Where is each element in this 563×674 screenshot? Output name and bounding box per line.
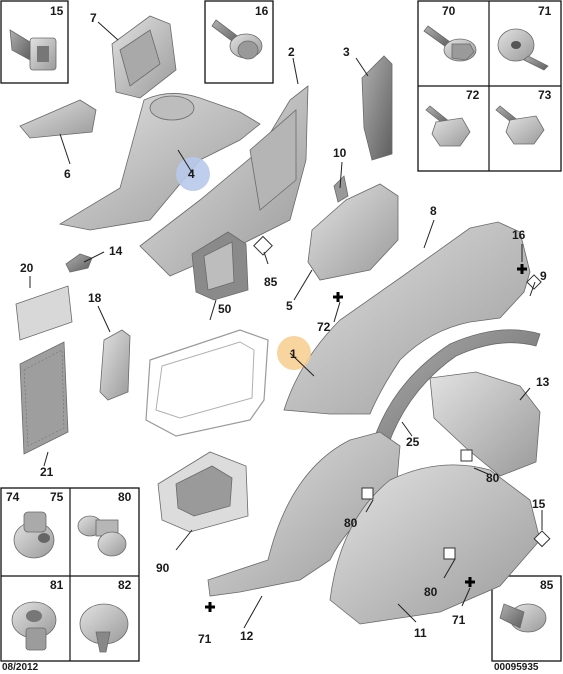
highlight-circle-1 xyxy=(277,336,311,370)
callout-72-main: 72 xyxy=(317,320,331,334)
nut-part-81 xyxy=(11,601,57,651)
part-7-bracket xyxy=(111,15,177,99)
callout-71-right: 71 xyxy=(452,613,466,627)
callout-81: 81 xyxy=(50,578,64,592)
callout-18: 18 xyxy=(88,291,102,305)
callout-13: 13 xyxy=(536,375,550,389)
callout-10: 10 xyxy=(333,146,347,160)
screw-part-73 xyxy=(495,105,545,145)
callout-16-box: 16 xyxy=(255,4,269,18)
callout-16-main: 16 xyxy=(512,228,526,242)
callout-12: 12 xyxy=(240,629,254,643)
box-74-82: 74 75 80 81 82 xyxy=(0,487,140,662)
callout-73: 73 xyxy=(538,88,552,102)
callout-7: 7 xyxy=(90,11,97,25)
grommet-part-74-75 xyxy=(13,511,55,559)
box-16: 16 xyxy=(204,0,274,84)
part-12-liner xyxy=(207,431,401,597)
clip-part-82 xyxy=(79,603,129,653)
screw-part-72 xyxy=(425,105,471,147)
washer-part-71 xyxy=(497,28,549,71)
callout-50: 50 xyxy=(218,302,232,316)
callout-85-box: 85 xyxy=(540,578,554,592)
part-6-panel xyxy=(19,99,97,139)
part-5-support xyxy=(307,175,399,281)
part-18-seal xyxy=(99,329,131,401)
callout-70: 70 xyxy=(442,4,456,18)
callout-14: 14 xyxy=(109,244,123,258)
box-15: 15 xyxy=(0,0,69,84)
callout-21: 21 xyxy=(40,465,54,479)
screw-part-16 xyxy=(211,19,263,60)
callout-4: 4 xyxy=(188,167,195,181)
callout-5: 5 xyxy=(286,299,293,313)
callout-85-main: 85 xyxy=(264,275,278,289)
part-90-clip-kit xyxy=(157,451,249,533)
part-14-bracket xyxy=(65,253,93,273)
footer-date: 08/2012 xyxy=(2,662,39,673)
callout-75: 75 xyxy=(50,490,64,504)
part-front-frame-outline xyxy=(145,329,269,437)
marker-squares xyxy=(253,235,551,560)
part-1-fender xyxy=(283,221,531,415)
callout-2: 2 xyxy=(288,45,295,59)
plug-part-85 xyxy=(499,603,547,633)
callout-9: 9 xyxy=(540,269,547,283)
part-50-plate xyxy=(191,231,249,301)
callout-20: 20 xyxy=(20,261,34,275)
callout-11: 11 xyxy=(414,626,427,640)
callout-80-center: 80 xyxy=(344,516,358,530)
callout-71-left: 71 xyxy=(198,632,212,646)
callout-71-box: 71 xyxy=(538,4,552,18)
callout-3: 3 xyxy=(343,45,350,59)
callout-8: 8 xyxy=(430,204,437,218)
part-11-liner xyxy=(329,464,541,625)
clip-part-15 xyxy=(9,29,57,71)
callout-80-box: 80 xyxy=(118,490,132,504)
callout-labels: 7 2 3 4 6 10 8 16 9 14 20 18 85 5 50 72 … xyxy=(20,11,550,646)
callout-74: 74 xyxy=(6,490,20,504)
box-70-73: 70 71 72 73 xyxy=(417,0,562,172)
part-20-label xyxy=(15,285,73,341)
box-85: 85 xyxy=(491,575,562,662)
marker-crosses xyxy=(205,264,527,612)
callout-1: 1 xyxy=(290,347,297,361)
part-21-mesh xyxy=(19,341,69,455)
screw-part-70 xyxy=(423,25,477,62)
footer-reference: 00095935 xyxy=(494,662,539,673)
callout-80-right: 80 xyxy=(486,471,500,485)
callout-25: 25 xyxy=(406,435,420,449)
callout-15-main: 15 xyxy=(532,497,546,511)
callout-80-bottom: 80 xyxy=(424,585,438,599)
part-13-liner xyxy=(429,371,541,477)
callout-15-top: 15 xyxy=(50,4,64,18)
part-4-wheel-arch-inner xyxy=(58,93,261,231)
callout-82: 82 xyxy=(118,578,132,592)
callout-6: 6 xyxy=(64,167,71,181)
leader-lines xyxy=(29,21,543,629)
part-3-trim xyxy=(361,55,393,161)
callout-72-box: 72 xyxy=(466,88,480,102)
push-clip-part-80 xyxy=(77,515,127,557)
callout-90: 90 xyxy=(156,561,170,575)
